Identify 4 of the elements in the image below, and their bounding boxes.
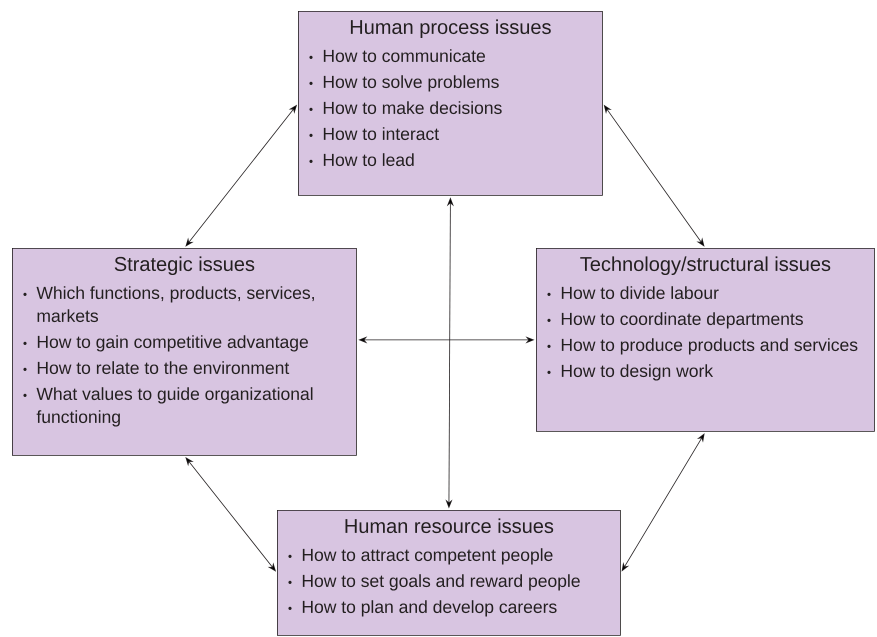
- issue-box: Human resource issues How to attract competent people How to set goals and reward people How to plan and develop careers: [277, 510, 621, 636]
- issue-box: Technology/structural issues How to divide labour How to coordinate departments How to produce products and services How to design work: [536, 248, 875, 432]
- issue-box: Strategic issues Which functions, products, services, markets How to gain competitive advantage How to relate to the environment What values to guide organizational functioning: [12, 248, 357, 456]
- issue-box: Human process issues How to communicate How to solve problems How to make decisions How to interact How to lead: [298, 11, 603, 196]
